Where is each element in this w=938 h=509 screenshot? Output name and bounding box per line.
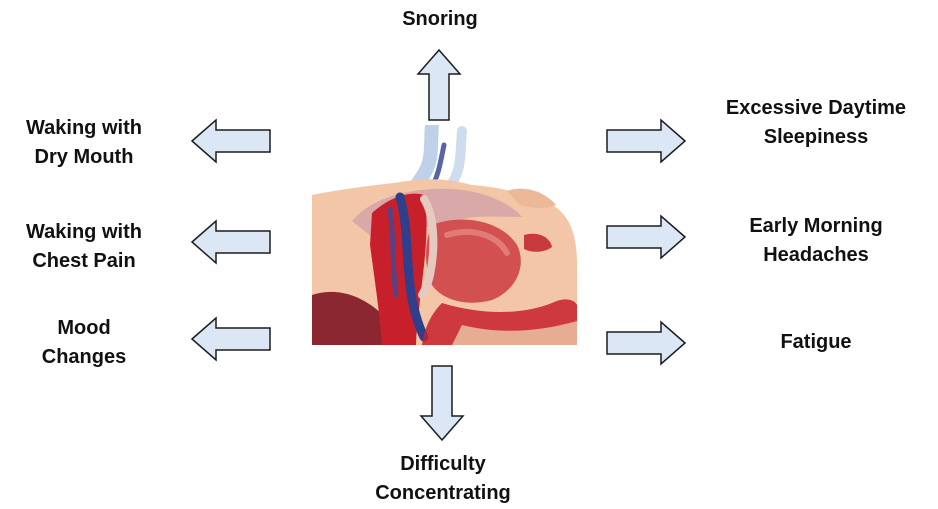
chest-pain-line-1: Waking with xyxy=(4,218,164,247)
sleep-apnea-airway-illustration xyxy=(312,125,577,345)
mood-line-1: Mood xyxy=(4,314,164,343)
arrow-up-icon xyxy=(416,48,462,122)
arrow-right-sleepiness-icon xyxy=(605,118,687,164)
sleepiness-line-2: Sleepiness xyxy=(700,123,932,152)
arrow-left-dry-mouth-icon xyxy=(190,118,272,164)
arrow-left-mood-icon xyxy=(190,316,272,362)
label-morning-headaches: Early Morning Headaches xyxy=(720,212,912,270)
label-mood-changes: Mood Changes xyxy=(4,314,164,372)
label-snoring: Snoring xyxy=(390,5,490,34)
arrow-down-icon xyxy=(419,364,465,442)
headaches-line-1: Early Morning xyxy=(720,212,912,241)
label-fatigue: Fatigue xyxy=(756,328,876,357)
fatigue-text: Fatigue xyxy=(756,328,876,357)
arrow-right-fatigue-icon xyxy=(605,320,687,366)
headaches-line-2: Headaches xyxy=(720,241,912,270)
dry-mouth-line-1: Waking with xyxy=(4,114,164,143)
label-difficulty-concentrating: Difficulty Concentrating xyxy=(350,450,536,508)
label-daytime-sleepiness: Excessive Daytime Sleepiness xyxy=(700,94,932,152)
concentrating-line-1: Difficulty xyxy=(350,450,536,479)
mood-line-2: Changes xyxy=(4,343,164,372)
chest-pain-line-2: Chest Pain xyxy=(4,247,164,276)
label-chest-pain: Waking with Chest Pain xyxy=(4,218,164,276)
sleepiness-line-1: Excessive Daytime xyxy=(700,94,932,123)
label-dry-mouth: Waking with Dry Mouth xyxy=(4,114,164,172)
arrow-left-chest-pain-icon xyxy=(190,219,272,265)
snoring-text: Snoring xyxy=(390,5,490,34)
concentrating-line-2: Concentrating xyxy=(350,479,536,508)
dry-mouth-line-2: Dry Mouth xyxy=(4,143,164,172)
arrow-right-headaches-icon xyxy=(605,214,687,260)
